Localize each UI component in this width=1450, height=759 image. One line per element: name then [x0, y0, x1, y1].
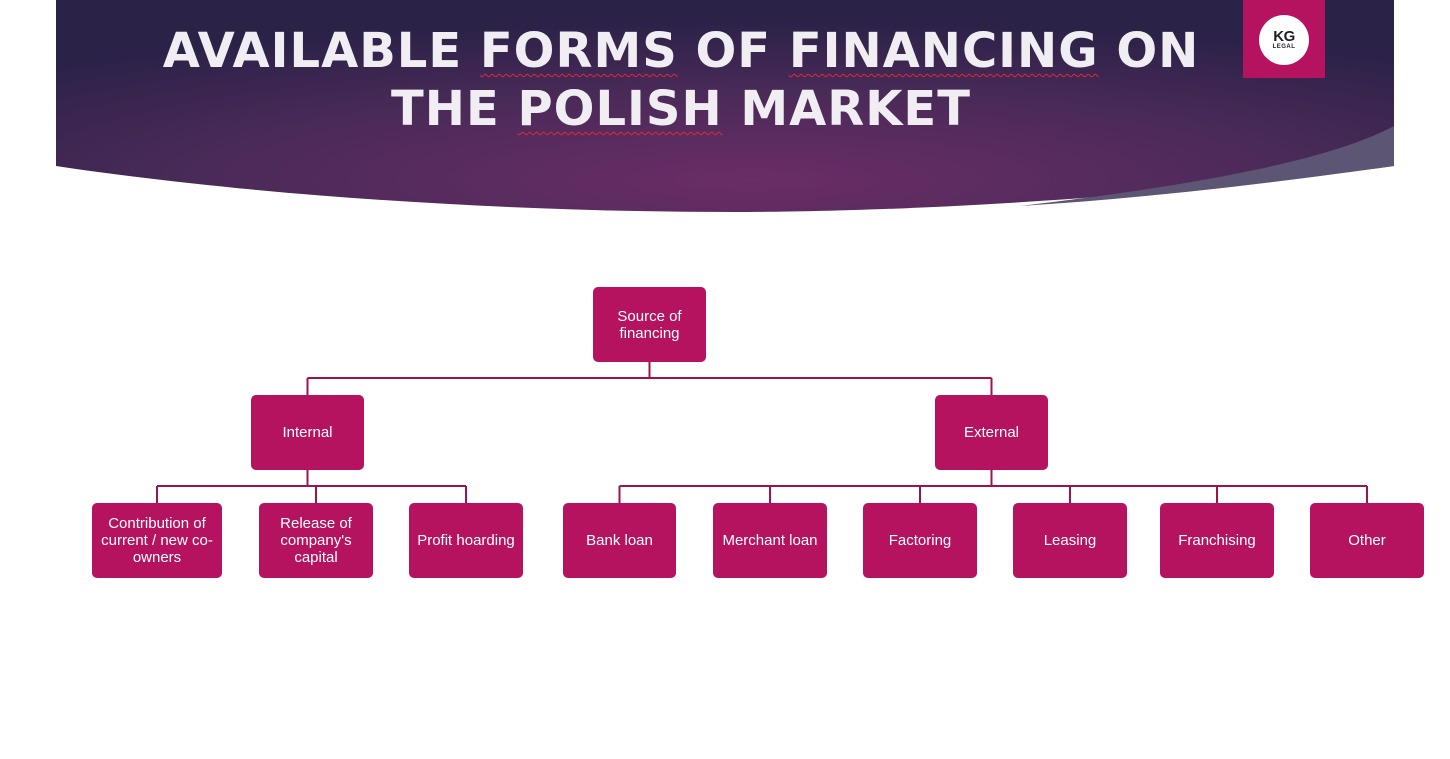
leaf-node-profit-hoarding: Profit hoarding	[409, 503, 523, 578]
leaf-node-contribution-of-current-new-co-owners: Contribution of current / new co-owners	[92, 503, 222, 578]
leaf-node-leasing: Leasing	[1013, 503, 1127, 578]
node-label: Contribution of current / new co-owners	[101, 515, 213, 566]
category-node-internal: Internal	[251, 395, 364, 470]
leaf-node-factoring: Factoring	[863, 503, 977, 578]
company-logo: KG LEGAL	[1243, 0, 1325, 78]
node-label: Factoring	[888, 532, 952, 549]
leaf-node-other: Other	[1310, 503, 1424, 578]
node-label: Profit hoarding	[417, 532, 515, 549]
node-label: External	[963, 424, 1020, 441]
category-node-external: External	[935, 395, 1048, 470]
root-node-source-of-financing: Source of financing	[593, 287, 706, 362]
title-word: OF	[695, 23, 772, 79]
title-word: MARKET	[740, 81, 971, 137]
leaf-node-bank-loan: Bank loan	[563, 503, 676, 578]
leaf-node-merchant-loan: Merchant loan	[713, 503, 827, 578]
title-word: POLISH	[517, 81, 723, 137]
title-word: ON THE	[391, 23, 1200, 137]
title-word: FINANCING	[788, 23, 1099, 79]
title-word: FORMS	[479, 23, 678, 79]
node-label: Franchising	[1178, 532, 1256, 549]
header-banner	[56, 0, 1394, 212]
title-word: AVAILABLE	[162, 23, 463, 79]
page-title: AVAILABLE FORMS OF FINANCING ON THE POLI…	[150, 22, 1212, 138]
node-label: Other	[1348, 532, 1386, 549]
leaf-node-franchising: Franchising	[1160, 503, 1274, 578]
node-label: Release of company's capital	[280, 515, 352, 566]
node-label: Leasing	[1043, 532, 1097, 549]
node-label: Merchant loan	[722, 532, 818, 549]
logo-badge: KG LEGAL	[1259, 15, 1309, 65]
node-label: Source of financing	[617, 307, 682, 342]
node-label: Internal	[282, 424, 333, 441]
logo-kg-text: KG	[1273, 28, 1295, 45]
node-label: Bank loan	[586, 532, 653, 549]
leaf-node-release-of-company-s-capital: Release of company's capital	[259, 503, 373, 578]
logo-legal-text: LEGAL	[1272, 44, 1296, 50]
